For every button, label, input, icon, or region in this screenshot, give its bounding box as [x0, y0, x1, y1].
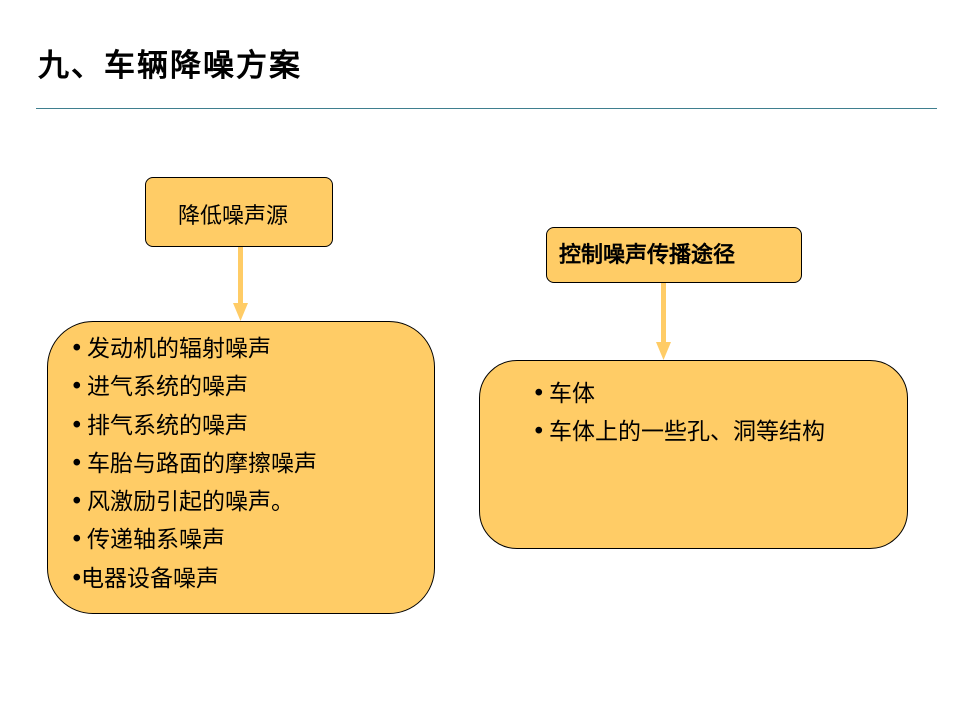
list-item-text: 车胎与路面的摩擦噪声: [87, 450, 317, 477]
bullet: •: [70, 527, 84, 554]
list-item: •电器设备噪声: [70, 560, 317, 598]
list-item: •车体: [532, 375, 825, 413]
list-item-text: 发动机的辐射噪声: [87, 336, 271, 362]
list-item: •车体上的一些孔、洞等结构: [532, 413, 825, 451]
down-arrow-icon: [656, 283, 672, 360]
bullet: •: [532, 419, 546, 446]
list-item-text: 传递轴系噪声: [87, 527, 225, 554]
list-item: •风激励引起的噪声。: [70, 483, 317, 521]
list-item-text: 排气系统的噪声: [87, 412, 248, 439]
noise-source-list: •发动机的辐射噪声 •进气系统的噪声 •排气系统的噪声 •车胎与路面的摩擦噪声 …: [70, 330, 317, 598]
control-propagation-path-label: 控制噪声传播途径: [559, 243, 736, 268]
list-item-text: 电器设备噪声: [81, 565, 219, 592]
list-item-text: 风激励引起的噪声。: [87, 489, 294, 516]
list-item: •车胎与路面的摩擦噪声: [70, 445, 317, 483]
bullet: •: [70, 450, 84, 477]
noise-source-list-box: •发动机的辐射噪声 •进气系统的噪声 •排气系统的噪声 •车胎与路面的摩擦噪声 …: [47, 321, 435, 614]
down-arrow-icon: [233, 247, 249, 321]
bullet: •: [532, 381, 546, 407]
control-propagation-path-box: 控制噪声传播途径: [546, 227, 802, 283]
bullet: •: [70, 412, 84, 439]
propagation-path-list-box: •车体 •车体上的一些孔、洞等结构: [479, 360, 908, 549]
reduce-noise-source-box: 降低噪声源: [145, 177, 333, 247]
reduce-noise-source-label: 降低噪声源: [178, 204, 289, 229]
list-item-text: 进气系统的噪声: [87, 374, 248, 401]
propagation-path-list: •车体 •车体上的一些孔、洞等结构: [532, 375, 825, 452]
bullet: •: [70, 336, 84, 362]
list-item: •发动机的辐射噪声: [70, 330, 317, 368]
bullet: •: [70, 565, 84, 592]
title-divider: [36, 108, 937, 109]
list-item: •传递轴系噪声: [70, 521, 317, 559]
list-item-text: 车体上的一些孔、洞等结构: [549, 419, 825, 446]
list-item: •进气系统的噪声: [70, 368, 317, 406]
list-item-text: 车体: [549, 381, 595, 407]
slide-title: 九、车辆降噪方案: [38, 48, 302, 84]
list-item: •排气系统的噪声: [70, 407, 317, 445]
bullet: •: [70, 489, 84, 516]
bullet: •: [70, 374, 84, 401]
